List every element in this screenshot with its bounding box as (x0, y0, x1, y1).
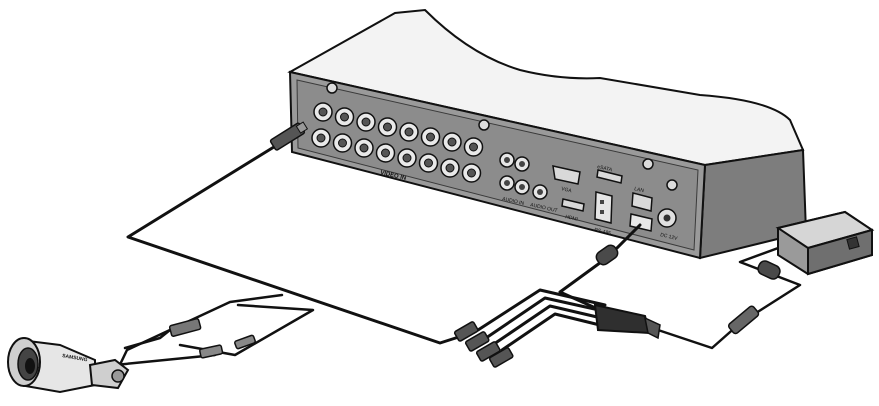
bnc-port-center (447, 137, 457, 147)
camera-connectors (168, 317, 256, 359)
bnc-port-center (469, 142, 478, 152)
hdmi-port (561, 198, 585, 212)
screw-icon (666, 179, 678, 191)
dc-plug (727, 305, 760, 335)
bnc-plug (269, 121, 309, 151)
ferrite-core (757, 260, 781, 280)
esata-label: eSATA (597, 164, 614, 173)
rs485-terminal (594, 191, 613, 224)
dvr-top-surface (287, 8, 805, 167)
vga-port (552, 165, 581, 185)
camera-brand-label: SAMSUNG (62, 353, 88, 363)
video-in-label: VIDEO IN (380, 170, 407, 182)
splitter-connectors (453, 321, 514, 368)
hdmi-label: HDMI (565, 214, 579, 223)
lan-port (629, 192, 653, 232)
bnc-port-center (381, 148, 390, 158)
video-in-ports (311, 102, 484, 183)
bnc-port-center (467, 168, 476, 178)
bnc-port-center (361, 117, 371, 127)
bnc-port-center (318, 107, 328, 117)
bullet-camera: SAMSUNG (7, 337, 130, 394)
dc-power-jack (657, 208, 677, 228)
bnc-port-center (404, 127, 414, 137)
audio-ports (499, 152, 548, 200)
vga-label: VGA (561, 186, 573, 194)
ferrite-core (595, 244, 619, 266)
lan-label: LAN (634, 186, 645, 194)
dc-label: DC 12V (660, 232, 679, 242)
bnc-port-center (340, 112, 349, 122)
video-cable (126, 140, 467, 345)
bnc-port-center (424, 158, 433, 168)
splitter-box (593, 303, 661, 340)
bnc-port-center (426, 132, 435, 142)
bnc-port-center (338, 138, 347, 148)
rs485-label: RS-485 (594, 227, 612, 237)
esata-port (596, 169, 623, 184)
audio-in-label: AUDIO IN (502, 196, 525, 207)
lan-cable (558, 223, 642, 312)
screw-icon (642, 158, 654, 170)
bnc-port-center (383, 122, 392, 132)
bnc-port-center (402, 153, 412, 163)
power-adapter (775, 210, 875, 276)
dvr-unit: VIDEO IN AUDIO IN AUDIO OUT VGA eSATA HD… (287, 8, 808, 260)
screw-icon (326, 82, 338, 94)
screw-icon (478, 119, 490, 131)
bnc-port-center (359, 143, 369, 153)
bnc-port-center (316, 133, 326, 143)
bnc-port-center (445, 163, 455, 173)
